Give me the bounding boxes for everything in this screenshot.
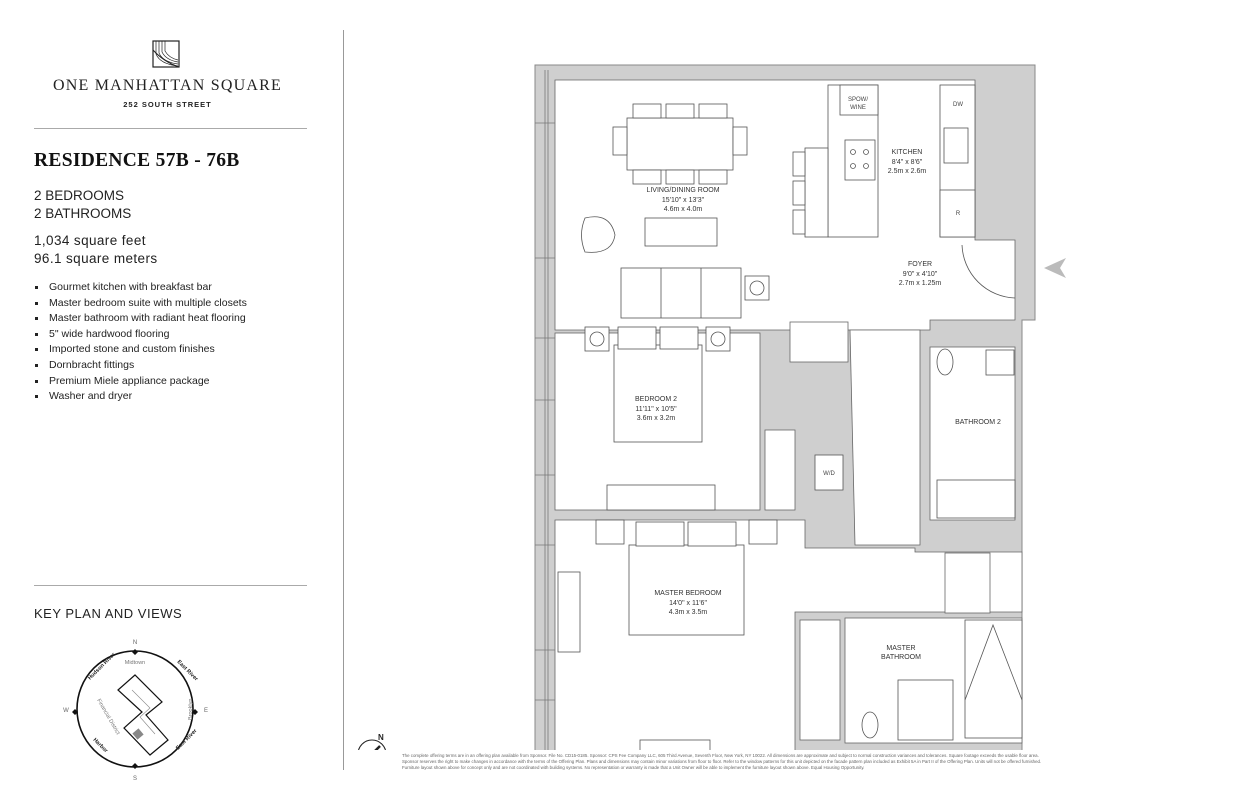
- bench: [557, 571, 581, 653]
- bed: [613, 344, 703, 443]
- square-feet: 1,034 square feet: [34, 233, 146, 248]
- divider: [34, 585, 307, 586]
- master-bedroom-furniture: [557, 519, 778, 750]
- feature-item: Dornbracht fittings: [34, 358, 247, 374]
- floor-plan: SPOW/ WINE DW R W/D LIVING/DINING ROOM 1…: [358, 64, 1066, 750]
- bedroom2-ft: 11'11" x 10'5": [635, 406, 677, 413]
- hallway-floor: [849, 329, 921, 546]
- key-plan-compass: N S W E Midtown Hudson River East River …: [63, 640, 208, 782]
- unit-highlight: [132, 728, 144, 740]
- divider: [34, 128, 307, 129]
- info-panel: ONE MANHATTAN SQUARE 252 SOUTH STREET RE…: [0, 0, 330, 800]
- bathrooms-count: 2 BATHROOMS: [34, 206, 132, 221]
- entry-arrow-icon: [1044, 258, 1066, 278]
- master-bed: [628, 544, 745, 636]
- view-hudson-river: Hudson River: [87, 651, 117, 681]
- feature-item: Premium Miele appliance package: [34, 374, 247, 390]
- kitchen-m: 2.5m x 2.6m: [888, 168, 927, 175]
- master-bathroom-fixtures: [861, 619, 1023, 741]
- master-bath-label-1: MASTER: [886, 645, 915, 652]
- square-meters: 96.1 square meters: [34, 251, 158, 266]
- view-midtown: Midtown: [125, 660, 145, 666]
- vertical-divider: [343, 30, 344, 770]
- breakfast-bar: [804, 147, 829, 238]
- vanity: [897, 679, 954, 741]
- brand-name: ONE MANHATTAN SQUARE: [53, 77, 282, 94]
- compass-s: S: [133, 776, 137, 782]
- feature-item: Master bathroom with radiant heat floori…: [34, 311, 247, 327]
- wine-label: WINE: [850, 105, 866, 111]
- master-dresser: [639, 739, 711, 750]
- sofa: [620, 267, 742, 319]
- master-bath-label-2: BATHROOM: [881, 654, 921, 661]
- windows: [535, 70, 555, 750]
- compass-e: E: [204, 708, 208, 714]
- master-bedroom-name: MASTER BEDROOM: [654, 590, 721, 597]
- shower: [964, 619, 1023, 739]
- closet-hall-floor: [764, 429, 796, 511]
- kitchen-counters: [792, 84, 976, 238]
- sink: [943, 127, 969, 164]
- view-east-river-bottom: East River: [175, 728, 199, 752]
- view-brooklyn: Brooklyn: [188, 699, 194, 720]
- feature-item: Washer and dryer: [34, 389, 247, 405]
- master-bedroom-m: 4.3m x 3.5m: [669, 609, 708, 616]
- room-labels: LIVING/DINING ROOM 15'10" x 13'3" 4.6m x…: [635, 149, 1001, 661]
- washer-dryer: [814, 454, 844, 491]
- feature-item: 5" wide hardwood flooring: [34, 327, 247, 343]
- bathroom2-name: BATHROOM 2: [955, 419, 1001, 426]
- entry-door: [961, 244, 1016, 299]
- dresser: [606, 484, 716, 511]
- refrigerator: [939, 189, 976, 238]
- toilet: [861, 711, 879, 739]
- coffee-table: [644, 217, 718, 247]
- bedrooms-count: 2 BEDROOMS: [34, 188, 125, 203]
- one-manhattan-square-logo: [152, 40, 180, 68]
- cooktop: [844, 139, 876, 181]
- refrigerator-label: R: [956, 211, 961, 217]
- living-name: LIVING/DINING ROOM: [646, 187, 719, 194]
- master-bedroom-ft: 14'0" x 11'6": [669, 600, 707, 607]
- view-financial-district: Financial District: [95, 698, 121, 736]
- building-outline: [117, 674, 169, 756]
- closet-bed2-floor: [789, 321, 849, 363]
- bathroom-2-fixtures: [936, 348, 1016, 519]
- living-ft: 15'10" x 13'3": [662, 197, 705, 204]
- compass-w: W: [63, 708, 69, 714]
- view-harbor: Harbor: [92, 737, 110, 755]
- bedroom-2-furniture: [584, 326, 844, 511]
- bedroom2-name: BEDROOM 2: [635, 396, 677, 403]
- armchair: [581, 216, 616, 253]
- living-m: 4.6m x 4.0m: [664, 206, 703, 213]
- closet-master-2-floor: [799, 619, 841, 741]
- dining-table: [581, 103, 770, 319]
- feature-item: Gourmet kitchen with breakfast bar: [34, 280, 247, 296]
- compass-n: N: [133, 640, 137, 646]
- feature-item: Imported stone and custom finishes: [34, 342, 247, 358]
- kitchen-name: KITCHEN: [892, 149, 923, 156]
- kitchen-ft: 8'4" x 8'6": [892, 159, 923, 166]
- key-plan-title: KEY PLAN AND VIEWS: [34, 606, 183, 621]
- bedroom2-m: 3.6m x 3.2m: [637, 415, 676, 422]
- svg-text:N: N: [378, 733, 384, 742]
- legal-disclaimer: The complete offering terms are in an of…: [402, 753, 1042, 770]
- north-arrow-icon: N: [358, 733, 386, 750]
- foyer-m: 2.7m x 1.25m: [899, 280, 942, 287]
- bathtub: [936, 479, 1016, 519]
- closet-master-floor: [944, 552, 991, 614]
- feature-list: Gourmet kitchen with breakfast bar Maste…: [34, 280, 247, 405]
- foyer-ft: 9'0" x 4'10": [903, 271, 938, 278]
- foyer-name: FOYER: [908, 261, 932, 268]
- feature-item: Master bedroom suite with multiple close…: [34, 296, 247, 312]
- dishwasher-label: DW: [953, 102, 963, 108]
- spow-label: SPOW/: [848, 97, 868, 103]
- brand-address: 252 SOUTH STREET: [123, 100, 212, 109]
- residence-title: RESIDENCE 57B - 76B: [34, 150, 240, 171]
- washer-dryer-label: W/D: [823, 471, 835, 477]
